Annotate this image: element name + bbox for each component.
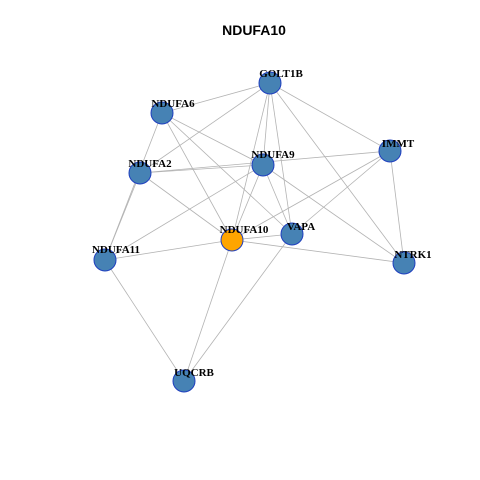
edge-ndufa10-ntrk1 [231, 239, 405, 264]
node-immt[interactable] [378, 139, 402, 163]
node-label-ndufa9: NDUFA9 [251, 149, 295, 161]
diagram-title: NDUFA10 [222, 22, 286, 38]
node-label-ndufa2: NDUFA2 [128, 158, 172, 170]
node-label-immt: IMMT [382, 138, 415, 150]
node-label-ndufa6: NDUFA6 [151, 98, 195, 110]
edge-ndufa9-ntrk1 [262, 164, 405, 264]
edge-ndufa2-ndufa9 [139, 164, 264, 174]
edge-ndufa2-ndufa11 [104, 172, 141, 261]
edge-ndufa10-uqcrb [183, 239, 233, 382]
edge-golt1b-ndufa9 [262, 82, 271, 166]
node-ndufa2[interactable] [128, 161, 152, 185]
node-label-ntrk1: NTRK1 [394, 249, 431, 261]
node-ndufa6[interactable] [150, 101, 174, 125]
node-label-golt1b: GOLT1B [259, 68, 303, 80]
node-ntrk1[interactable] [392, 251, 416, 275]
edge-ndufa10-ndufa11 [104, 239, 233, 261]
node-label-ndufa10: NDUFA10 [220, 224, 269, 236]
node-layer [93, 71, 416, 393]
node-ndufa11[interactable] [93, 248, 117, 272]
edge-ndufa6-ndufa9 [161, 112, 264, 166]
edge-layer [104, 82, 405, 382]
node-label-uqcrb: UQCRB [174, 367, 214, 379]
edge-ndufa9-ndufa10 [231, 164, 264, 241]
edge-golt1b-ntrk1 [269, 82, 405, 264]
edge-vapa-uqcrb [183, 233, 293, 382]
node-label-ndufa11: NDUFA11 [92, 244, 140, 256]
edge-immt-ntrk1 [389, 150, 405, 264]
edge-golt1b-vapa [269, 82, 293, 235]
edge-immt-vapa [291, 150, 391, 235]
edge-ndufa6-vapa [161, 112, 293, 235]
edge-golt1b-ndufa2 [139, 82, 271, 174]
edge-ndufa11-uqcrb [104, 259, 185, 382]
edge-golt1b-ndufa6 [161, 82, 271, 114]
node-ndufa10[interactable] [220, 228, 244, 252]
edge-immt-ndufa10 [231, 150, 391, 241]
node-uqcrb[interactable] [172, 369, 196, 393]
edge-ndufa2-ndufa10 [139, 172, 233, 241]
node-golt1b[interactable] [258, 71, 282, 95]
edge-golt1b-immt [269, 82, 391, 152]
node-label-vapa: VAPA [287, 221, 315, 233]
edge-ndufa9-vapa [262, 164, 293, 235]
edge-golt1b-ndufa10 [231, 82, 271, 241]
edge-ndufa9-ndufa11 [104, 164, 264, 261]
node-ndufa9[interactable] [251, 153, 275, 177]
node-vapa[interactable] [280, 222, 304, 246]
edge-ndufa6-ndufa10 [161, 112, 233, 241]
